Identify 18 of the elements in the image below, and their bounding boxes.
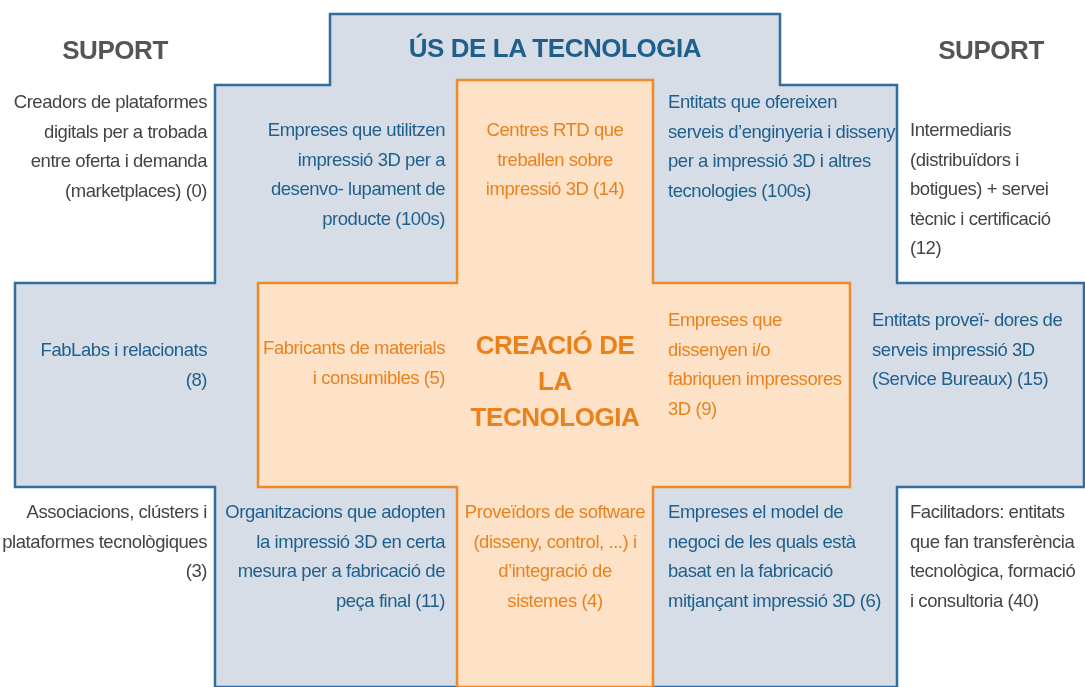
section-heading: ÚS DE LA TECNOLOGIA <box>407 32 703 65</box>
section-heading: SUPORT <box>61 34 169 67</box>
category-text: FabLabs i relacionats (8) <box>39 338 207 392</box>
category-text: Proveïdors de software (disseny, control, ...) i d’integració de sistemes (4) <box>463 500 647 613</box>
category-text: Creadors de plataformes digitals per a trobada entre oferta i demanda (marketplaces) (0) <box>12 90 207 203</box>
category-text: Associacions, clústers i plataformes tecnològiques (3) <box>1 500 207 583</box>
category-text: Centres RTD que treballen sobre impressió 3D (14) <box>484 118 626 201</box>
category-text: Empreses que dissenyen i/o fabriquen impressores 3D (9) <box>668 308 843 421</box>
category-text: Intermediaris (distribuïdors i botigues) + servei tècnic i certificació (12) <box>910 118 1052 260</box>
category-text: Organitzacions que adopten la impressió 3D en certa mesura per a fabricació de peça final (11) <box>224 500 445 613</box>
section-heading: SUPORT <box>937 34 1045 67</box>
category-text: Empreses que utilitzen impressió 3D per a desenvo- lupament de producte (100s) <box>266 118 445 231</box>
category-text: Entitats proveï- dores de serveis impressió 3D (Service Bureaux) (15) <box>872 308 1064 391</box>
category-text: Empreses el model de negoci de les quals està basat en la fabricació mitjançant impressió 3D (6) <box>668 500 882 613</box>
category-text: Facilitadors: entitats que fan transferència tecnològica, formació i consultoria (40) <box>910 500 1077 613</box>
category-text: Entitats que ofereixen serveis d’enginyeria i disseny per a impressió 3D i altres tecnologies (100s) <box>668 90 896 203</box>
section-heading: CREACIÓ DE LA TECNOLOGIA <box>469 329 641 434</box>
category-text: Fabricants de materials i consumibles (5) <box>262 336 445 390</box>
